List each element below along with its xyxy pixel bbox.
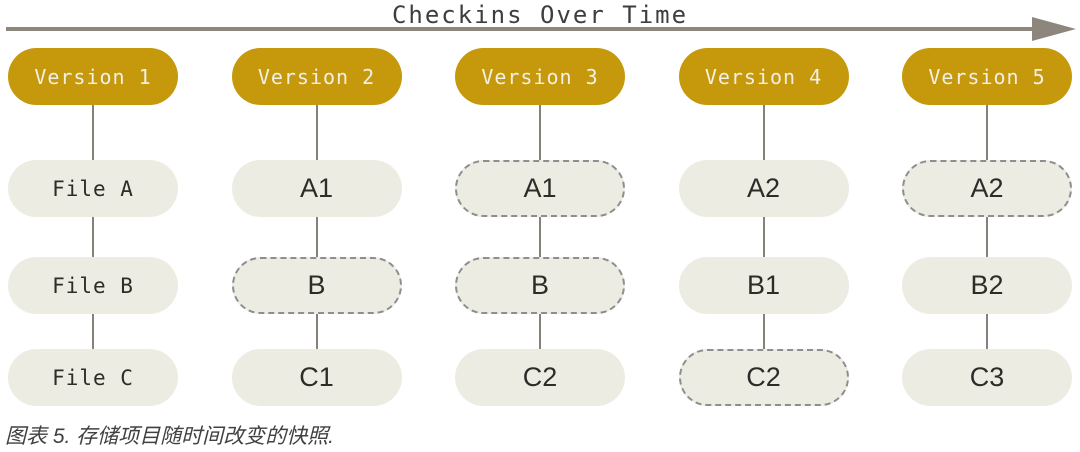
timeline-arrow-line	[6, 27, 1032, 31]
file-pill: C2	[455, 349, 625, 406]
version-label: Version 1	[34, 64, 152, 89]
version-label: Version 2	[257, 64, 376, 89]
file-pill-unchanged: A2	[902, 160, 1072, 217]
file-pill: A2	[678, 160, 849, 217]
connector-line	[762, 105, 765, 160]
file-pill: File C	[8, 349, 178, 406]
connector-line	[762, 217, 765, 257]
connector-line	[92, 217, 94, 257]
file-pill: C3	[902, 349, 1072, 406]
connector-line	[986, 314, 988, 349]
connector-line	[539, 217, 541, 257]
file-pill: File B	[8, 257, 178, 314]
file-pill-unchanged: C2	[678, 349, 849, 406]
file-pill: B2	[902, 257, 1072, 314]
right-arrow-icon	[1032, 17, 1076, 41]
version-pill: Version 1	[8, 48, 178, 105]
connector-line	[92, 314, 94, 349]
version-label: Version 3	[481, 64, 599, 89]
connector-line	[986, 105, 988, 160]
connector-line	[315, 105, 318, 160]
version-pill: Version 4	[678, 48, 849, 105]
file-pill: B1	[678, 257, 849, 314]
file-pill: C1	[231, 349, 402, 406]
connector-line	[539, 314, 541, 349]
version-pill: Version 2	[231, 48, 402, 105]
version-columns: Version 1 File A File B File C Version 2 A…	[8, 48, 1072, 406]
connector-line	[92, 105, 94, 160]
connector-line	[539, 105, 541, 160]
figure-caption: 图表 5. 存储项目随时间改变的快照.	[5, 425, 335, 448]
version-column: Version 1 File A File B File C	[8, 48, 178, 406]
version-label: Version 4	[704, 64, 823, 89]
connector-line	[315, 314, 318, 349]
version-pill: Version 5	[902, 48, 1072, 105]
file-pill-unchanged: B	[455, 257, 625, 314]
file-pill: File A	[8, 160, 178, 217]
file-pill-unchanged: B	[231, 257, 402, 314]
file-pill: A1	[231, 160, 402, 217]
diagram-title: Checkins Over Time	[391, 1, 689, 29]
connector-line	[986, 217, 988, 257]
version-pill: Version 3	[455, 48, 625, 105]
file-pill-unchanged: A1	[455, 160, 625, 217]
version-label: Version 5	[928, 64, 1046, 89]
connector-line	[762, 314, 765, 349]
connector-line	[315, 217, 318, 257]
